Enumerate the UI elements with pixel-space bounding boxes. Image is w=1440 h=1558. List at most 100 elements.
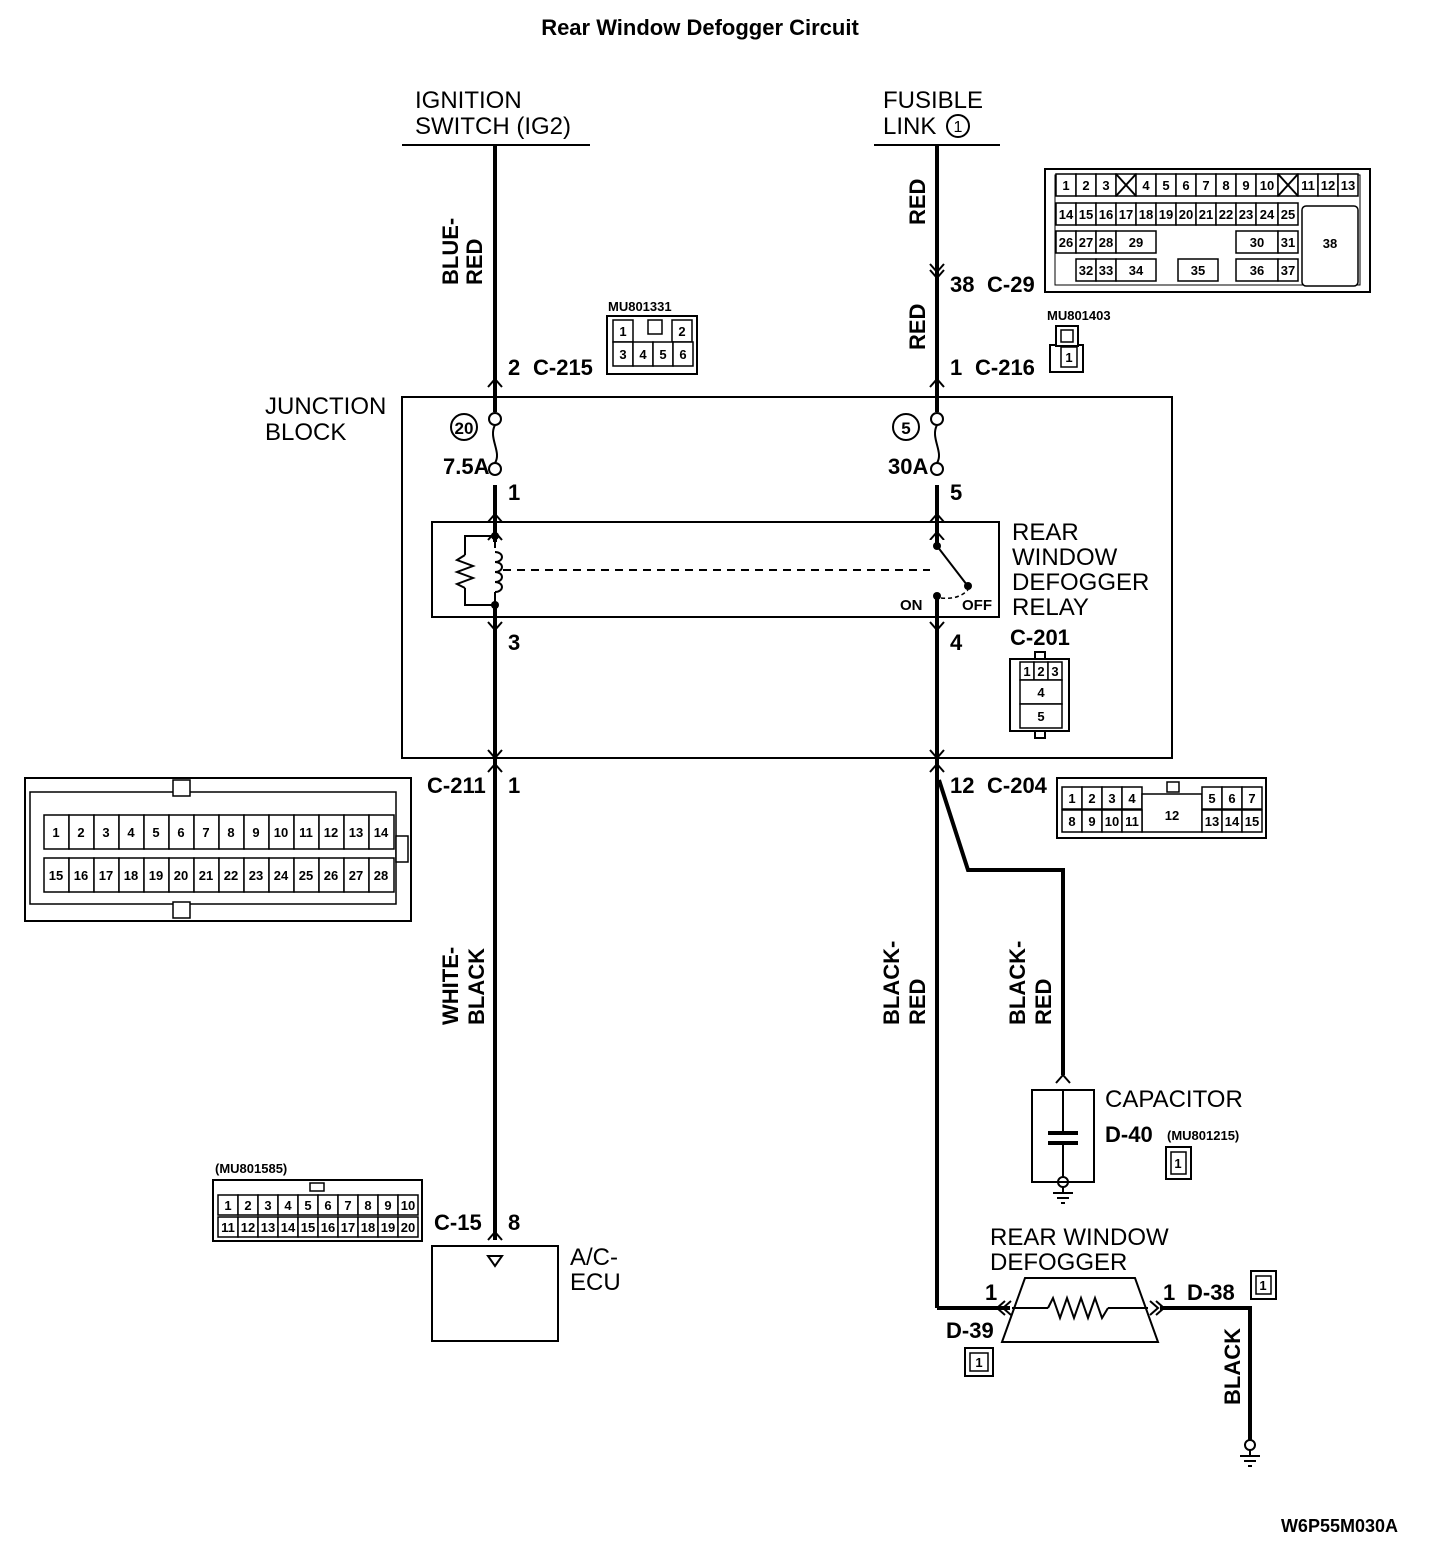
relay-on-label: ON [900, 597, 923, 614]
junction-block: JUNCTION BLOCK 20 7.5A 5 30A 1 5 3 4 [265, 393, 1173, 759]
fuse-5-number: 5 [901, 419, 910, 438]
svg-text:25: 25 [299, 868, 313, 883]
c211-row1: 1 2 3 4 5 6 7 8 9 10 11 12 13 14 [43, 814, 395, 850]
ignition-switch-source: IGNITION SWITCH (IG2) [402, 87, 590, 146]
svg-text:22: 22 [1219, 207, 1233, 222]
body-ground-icon [1240, 1439, 1260, 1467]
fuse-20-rating: 7.5A [443, 454, 490, 479]
svg-text:1: 1 [52, 825, 59, 840]
relay-label-line1: REAR [1012, 519, 1079, 546]
svg-text:8: 8 [1068, 814, 1075, 829]
svg-text:6: 6 [324, 1198, 331, 1213]
svg-text:6: 6 [679, 347, 686, 362]
fuse-5-element [934, 424, 940, 464]
capacitor-label: CAPACITOR [1105, 1086, 1243, 1113]
fuse-20-number: 20 [455, 419, 474, 438]
ac-ecu-box [431, 1245, 559, 1342]
c29-row4: 32 33 34 35 36 37 [1075, 258, 1299, 282]
svg-text:2: 2 [77, 825, 84, 840]
wire-color-labels: BLUE- RED RED RED WHITE- BLACK BLACK- RE… [438, 179, 1245, 1405]
svg-text:31: 31 [1281, 235, 1295, 250]
svg-text:34: 34 [1129, 263, 1144, 278]
svg-text:7: 7 [202, 825, 209, 840]
fuse-20-element [492, 424, 498, 464]
ignition-label-line1: IGNITION [415, 87, 522, 114]
svg-text:8: 8 [227, 825, 234, 840]
svg-text:14: 14 [1225, 814, 1240, 829]
capacitor-branch-wire [937, 779, 1065, 1075]
svg-text:15: 15 [301, 1220, 315, 1235]
part-number-mu801215: (MU801215) [1167, 1128, 1239, 1143]
svg-text:9: 9 [252, 825, 259, 840]
svg-text:6: 6 [177, 825, 184, 840]
chevron-t3-relay [487, 621, 503, 632]
svg-text:23: 23 [1239, 207, 1253, 222]
d38-pin: 1 [1163, 1280, 1175, 1305]
wire-color-black-red-1b: RED [905, 979, 930, 1025]
svg-text:11: 11 [1125, 814, 1139, 829]
svg-text:19: 19 [1159, 207, 1173, 222]
chevron-t1 [487, 512, 503, 523]
svg-text:1: 1 [1174, 1156, 1181, 1171]
svg-text:10: 10 [274, 825, 288, 840]
junction-block-label-line1: JUNCTION [265, 393, 386, 420]
c29-row1: 1 2 3 4 5 6 7 8 9 10 11 12 13 [1055, 173, 1359, 197]
svg-text:18: 18 [124, 868, 138, 883]
svg-text:13: 13 [1205, 814, 1219, 829]
svg-text:8: 8 [364, 1198, 371, 1213]
svg-text:3: 3 [1108, 791, 1115, 806]
connector-chevrons [487, 263, 1166, 1316]
defogger-shape [1000, 1277, 1160, 1343]
svg-text:9: 9 [384, 1198, 391, 1213]
svg-text:35: 35 [1191, 263, 1205, 278]
part-number-mu801585: (MU801585) [215, 1161, 287, 1176]
wire-color-red-lower: RED [905, 304, 930, 350]
svg-text:26: 26 [324, 868, 338, 883]
fusible-number: 1 [954, 119, 963, 136]
svg-text:38: 38 [1323, 236, 1337, 251]
defogger-label-line2: DEFOGGER [990, 1249, 1127, 1276]
connector-face-c204: 1 2 3 4 12 5 6 7 8 9 10 11 13 14 15 [1056, 777, 1267, 839]
svg-text:4: 4 [127, 825, 135, 840]
svg-text:11: 11 [1301, 178, 1315, 193]
junction-block-label-line2: BLOCK [265, 419, 346, 446]
chevron-d40 [1055, 1073, 1071, 1084]
c211-row2: 15 16 17 18 19 20 21 22 23 24 25 26 27 2… [43, 857, 395, 893]
svg-text:4: 4 [1037, 685, 1045, 700]
svg-text:18: 18 [361, 1220, 375, 1235]
fusible-link-source: FUSIBLE LINK 1 [874, 87, 1000, 146]
chevron-d38-b [1155, 1300, 1166, 1316]
svg-text:1: 1 [1259, 1278, 1266, 1293]
c29-label: C-29 [987, 272, 1035, 297]
d38-label: D-38 [1187, 1280, 1235, 1305]
svg-text:12: 12 [324, 825, 338, 840]
svg-text:10: 10 [1105, 814, 1119, 829]
wiring [493, 145, 1252, 1440]
diagram-title: Rear Window Defogger Circuit [541, 15, 859, 40]
c211-label: C-211 [427, 773, 486, 798]
svg-text:2: 2 [244, 1198, 251, 1213]
svg-text:1: 1 [975, 1355, 982, 1370]
d39-label: D-39 [946, 1318, 994, 1343]
svg-text:14: 14 [1059, 207, 1074, 222]
svg-text:1: 1 [224, 1198, 231, 1213]
wire-color-blue-red-2: RED [462, 239, 487, 285]
svg-text:1: 1 [1068, 791, 1075, 806]
svg-text:4: 4 [284, 1198, 292, 1213]
c15-row1: 1 2 3 4 5 6 7 8 9 10 [217, 1194, 419, 1216]
svg-text:5: 5 [1037, 709, 1044, 724]
connector-face-c215: 1 2 3 4 5 6 [606, 315, 698, 375]
fusible-number-circle [946, 114, 970, 138]
c204-label: C-204 [987, 773, 1048, 798]
junction-block-outline [401, 396, 1173, 759]
c29-pin-38 [1301, 205, 1359, 287]
c215-pin: 2 [508, 355, 520, 380]
wire-color-black-red-2a: BLACK- [1005, 941, 1030, 1025]
svg-text:7: 7 [1202, 178, 1209, 193]
svg-text:13: 13 [261, 1220, 275, 1235]
svg-text:5: 5 [1208, 791, 1215, 806]
svg-text:1: 1 [1065, 350, 1072, 365]
chevron-d38-a [1149, 1300, 1160, 1316]
svg-text:21: 21 [199, 868, 213, 883]
